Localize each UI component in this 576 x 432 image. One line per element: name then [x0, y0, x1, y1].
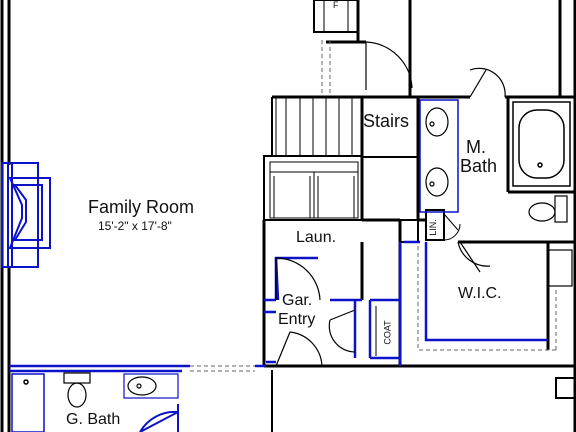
- closet-shelf: [547, 249, 573, 287]
- guest-tub: [11, 373, 45, 432]
- family-room-label: Family Room: [88, 197, 195, 217]
- toilet-guest: [63, 372, 91, 408]
- appliance-marker: F: [333, 0, 339, 10]
- wic-blue-wall: [398, 240, 548, 366]
- wic-dashed-shelf: [417, 246, 557, 351]
- bath-sink-lower: [425, 167, 449, 197]
- guest-bath-label: G. Bath: [66, 411, 121, 428]
- guest-sink: [123, 373, 179, 399]
- fireplace-bay: [1, 162, 51, 268]
- master-bath-door: [469, 67, 506, 98]
- master-bath-label-line2: Bath: [460, 156, 498, 176]
- laundry-label: Laun.: [296, 229, 337, 246]
- guest-bath-door: [139, 404, 179, 432]
- guest-bath-dashed-opening: [190, 365, 255, 372]
- garage-edge: [271, 370, 576, 432]
- dashed-passage: [321, 40, 331, 96]
- linen-closet-label: LIN.: [427, 219, 438, 236]
- master-bath-walls: [418, 95, 575, 222]
- vanity: [419, 99, 459, 213]
- family-room-dimensions: 15'-2" x 17'-8": [98, 219, 172, 233]
- linen-closet: [399, 209, 461, 243]
- master-bath-label-line1: M.: [466, 137, 486, 157]
- wic-label: W.I.C.: [458, 285, 502, 302]
- garage-entry-label-line1: Gar.: [282, 292, 313, 309]
- garage-entry-label-line2: Entry: [278, 311, 316, 328]
- wic-door: [457, 241, 491, 273]
- garage-entry-door: [275, 331, 323, 367]
- bath-sink-upper: [425, 107, 449, 137]
- laundry-door: [275, 257, 321, 301]
- coat-closet-door: [328, 309, 356, 353]
- coat-closet-label: COAT: [382, 320, 393, 345]
- laundry-shelving: [263, 155, 363, 221]
- upper-right-walls: [326, 0, 576, 432]
- upper-door: [365, 41, 413, 90]
- bathtub: [512, 101, 571, 187]
- toilet-master: [528, 195, 568, 223]
- guest-bath-walls: [9, 364, 266, 373]
- stairs-label: Stairs: [363, 111, 410, 131]
